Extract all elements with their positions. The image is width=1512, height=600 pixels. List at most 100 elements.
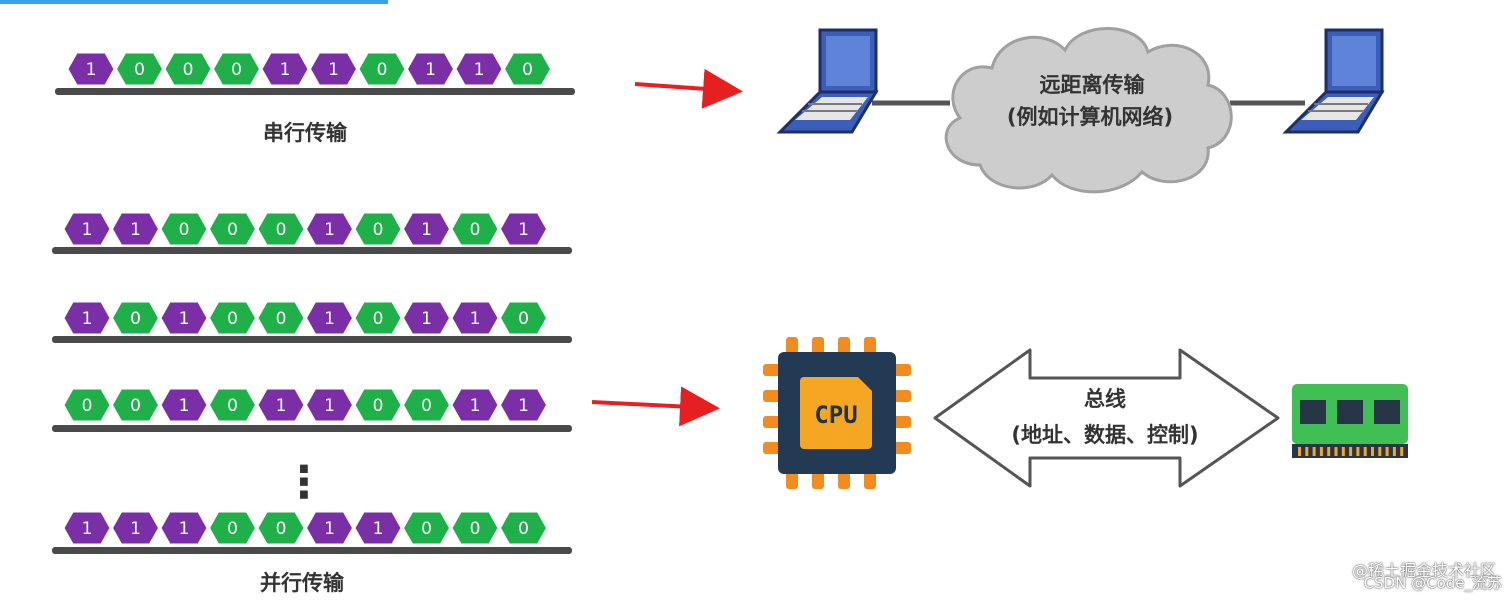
parallel-bit-value: 1 xyxy=(324,519,335,539)
serial-label: 串行传输 xyxy=(263,121,348,145)
serial-bit-value: 0 xyxy=(134,60,145,80)
parallel-wire-4 xyxy=(52,547,572,554)
parallel-bit-cell xyxy=(160,511,208,545)
parallel-bit-cell xyxy=(63,301,111,335)
parallel-bit-cell xyxy=(354,212,402,246)
parallel-bit-cell xyxy=(208,511,257,545)
memory-pin xyxy=(1334,447,1338,456)
bus-line-2: (地址、数据、控制) xyxy=(1011,423,1198,447)
parallel-bit-value: 1 xyxy=(179,396,190,416)
parallel-bit-value: 0 xyxy=(518,309,529,329)
parallel-bit-cell xyxy=(499,301,548,335)
memory-module-icon xyxy=(1292,384,1408,458)
serial-bit-cell xyxy=(406,52,455,86)
parallel-bit-value: 1 xyxy=(421,309,432,329)
serial-bit-cell xyxy=(115,52,164,86)
cpu-pin xyxy=(893,416,911,428)
serial-bit-value: 1 xyxy=(328,60,339,80)
parallel-arrow xyxy=(591,386,720,427)
parallel-bit-cell xyxy=(305,388,354,422)
parallel-bit-value: 1 xyxy=(82,309,93,329)
memory-pin xyxy=(1341,447,1345,456)
parallel-bit-cell xyxy=(257,388,305,422)
parallel-bit-value: 0 xyxy=(421,396,432,416)
serial-bit-cell xyxy=(164,52,212,86)
parallel-bit-cell xyxy=(451,301,499,335)
parallel-bit-cell xyxy=(257,212,305,246)
memory-pin xyxy=(1378,447,1382,456)
memory-pin xyxy=(1356,447,1360,456)
serial-bit-cell xyxy=(212,52,261,86)
cpu-pin xyxy=(812,471,824,489)
parallel-bit-value: 1 xyxy=(82,220,93,240)
serial-bit-value: 0 xyxy=(522,60,533,80)
parallel-bit-value: 1 xyxy=(324,396,335,416)
serial-wire xyxy=(55,88,575,95)
parallel-bit-cell xyxy=(402,388,451,422)
laptop-icon-right xyxy=(1282,28,1385,134)
parallel-bit-cell xyxy=(305,301,354,335)
memory-pin xyxy=(1363,447,1367,456)
parallel-bit-value: 0 xyxy=(373,309,384,329)
parallel-bit-value: 0 xyxy=(373,396,384,416)
cpu-pin xyxy=(838,337,850,355)
parallel-bit-value: 0 xyxy=(130,396,141,416)
parallel-bit-cell xyxy=(208,301,257,335)
parallel-bit-value: 0 xyxy=(130,309,141,329)
parallel-bit-cell xyxy=(63,388,111,422)
parallel-bit-cell xyxy=(257,301,305,335)
memory-pin xyxy=(1349,447,1353,456)
parallel-bit-value: 0 xyxy=(276,220,287,240)
parallel-bit-cell xyxy=(402,511,451,545)
parallel-bit-cell xyxy=(160,301,208,335)
serial-bit-cell xyxy=(503,52,552,86)
cpu-pin xyxy=(893,442,911,454)
serial-bit-value: 1 xyxy=(86,60,97,80)
credit-juejin: @稀土掘金技术社区 xyxy=(1351,561,1496,580)
cpu-icon xyxy=(778,352,896,474)
cpu-pin xyxy=(864,337,876,355)
parallel-bit-cell xyxy=(257,511,305,545)
parallel-bit-cell xyxy=(160,388,208,422)
parallel-bit-value: 0 xyxy=(227,396,238,416)
cpu-pin xyxy=(763,364,781,376)
memory-pin xyxy=(1319,447,1323,456)
parallel-ellipsis: ⋮ xyxy=(282,457,326,508)
parallel-bit-value: 1 xyxy=(421,220,432,240)
parallel-bit-value: 0 xyxy=(470,220,481,240)
parallel-bit-cell xyxy=(402,301,451,335)
memory-pin xyxy=(1400,447,1404,456)
cpu-pin xyxy=(893,390,911,402)
parallel-bit-value: 1 xyxy=(324,220,335,240)
cpu-pins xyxy=(763,337,911,489)
parallel-bit-cell xyxy=(208,388,257,422)
parallel-bit-value: 1 xyxy=(518,220,529,240)
parallel-bit-value: 1 xyxy=(179,309,190,329)
parallel-bit-value: 0 xyxy=(227,519,238,539)
parallel-bit-cell xyxy=(354,388,402,422)
parallel-bit-value: 0 xyxy=(227,309,238,329)
serial-bit-value: 1 xyxy=(280,60,291,80)
parallel-bit-cell xyxy=(451,388,499,422)
parallel-bit-cell xyxy=(305,212,354,246)
parallel-bit-value: 0 xyxy=(518,519,529,539)
parallel-bit-cell xyxy=(208,212,257,246)
parallel-bit-value: 1 xyxy=(130,220,141,240)
laptop-icon-left xyxy=(776,28,879,134)
memory-pin xyxy=(1312,447,1316,456)
cloud-line-2: (例如计算机网络) xyxy=(1007,105,1173,129)
parallel-bit-cell xyxy=(305,511,354,545)
memory-pin xyxy=(1327,447,1331,456)
cpu-pin xyxy=(763,442,781,454)
parallel-bit-cell xyxy=(499,388,548,422)
top-accent-strip xyxy=(0,0,388,4)
parallel-bit-cell xyxy=(451,511,499,545)
parallel-wire-3 xyxy=(52,425,572,432)
serial-bit-value: 0 xyxy=(231,60,242,80)
serial-bit-cell xyxy=(261,52,309,86)
serial-bit-cell xyxy=(67,52,115,86)
cpu-pin xyxy=(812,337,824,355)
